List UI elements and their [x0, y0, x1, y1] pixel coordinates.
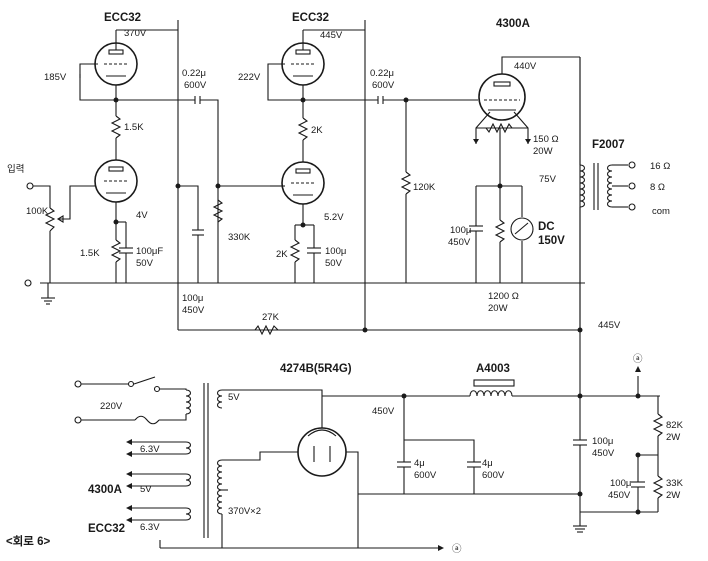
c-v2-k-rating: 50V	[325, 258, 343, 269]
c-out-k-rating: 450V	[448, 237, 471, 248]
mains-voltage: 220V	[100, 401, 123, 412]
secondary-voltage: 370V×2	[228, 506, 261, 517]
c-v2-k-value: 100μ	[325, 246, 346, 257]
v1-tube-label: ECC32	[104, 12, 141, 24]
c-out-k-value: 100μ	[450, 225, 471, 236]
tap-8-ohm: 8 Ω	[650, 182, 665, 193]
c-bank2-value: 100μ	[610, 478, 631, 489]
hum-pot-value: 150 Ω	[533, 134, 559, 145]
heater-6v3-b-tube: ECC32	[88, 523, 125, 535]
r-drop-value: 27K	[262, 312, 280, 323]
r-div1-rating: 2W	[666, 432, 680, 443]
choke-coil	[469, 379, 515, 397]
output-transformer	[579, 163, 613, 210]
c-filt2-value: 4μ	[482, 458, 493, 469]
output-transformer-label: F2007	[592, 139, 625, 151]
v2-lower-triode	[281, 161, 325, 205]
heater-6v3-a	[126, 439, 186, 457]
power-transformer	[185, 383, 223, 538]
v1-cathode-voltage: 4V	[136, 210, 148, 221]
output-triode	[478, 73, 526, 121]
c-filt2-rating: 600V	[482, 470, 505, 481]
rectifier-tube	[297, 427, 347, 477]
c-coup1-value: 0.22μ	[182, 68, 206, 79]
hum-pot-rating: 20W	[533, 146, 553, 157]
c-coup2-rating: 600V	[372, 80, 395, 91]
r-v2-k-value: 2K	[276, 249, 288, 260]
r-grid2	[212, 199, 224, 223]
r-out-k-rating: 20W	[488, 303, 508, 314]
output-tube-label: 4300A	[496, 18, 530, 30]
v2-cathode-voltage: 5.2V	[324, 212, 344, 223]
figure-label: <회로 6>	[6, 534, 50, 548]
r-v1-mid-value: 1.5K	[124, 122, 144, 133]
c-coup2-value: 0.22μ	[370, 68, 394, 79]
heater-5v	[126, 471, 186, 489]
r-v1-k-value: 1.5K	[80, 248, 100, 259]
dc-meter	[510, 186, 534, 283]
v1-lower-triode	[94, 159, 138, 203]
c-dec1-value: 100μ	[182, 293, 203, 304]
c-bank2-rating: 450V	[608, 490, 631, 501]
heater-5v-volt: 5V	[140, 484, 152, 495]
mains-input	[74, 376, 187, 425]
r-grid3-value: 120K	[413, 182, 436, 193]
c-bank1-value: 100μ	[592, 436, 613, 447]
ground-node-marker: ⓐ	[452, 544, 462, 555]
v2-tube-label: ECC32	[292, 12, 329, 24]
r-out-k-value: 1200 Ω	[488, 291, 519, 302]
heater-6v3-a-volt: 6.3V	[140, 444, 160, 455]
rect-filament-voltage: 5V	[228, 392, 240, 403]
heater-6v3-b-volt: 6.3V	[140, 522, 160, 533]
output-plate-voltage: 440V	[514, 61, 537, 72]
c-v1-k-rating: 50V	[136, 258, 154, 269]
c-bank1-rating: 450V	[592, 448, 615, 459]
rectifier-label: 4274B(5R4G)	[280, 363, 352, 375]
tap-com: com	[652, 206, 670, 217]
heater-5v-tube: 4300A	[88, 484, 122, 496]
r-v2-mid-value: 2K	[311, 125, 323, 136]
b-plus-voltage: 445V	[598, 320, 621, 331]
v1-bias-voltage: 185V	[44, 72, 67, 83]
v2-bias-voltage: 222V	[238, 72, 261, 83]
c-v1-k-value: 100μF	[136, 246, 163, 257]
output-cathode-voltage: 75V	[539, 174, 557, 185]
r-v1-mid	[110, 100, 122, 160]
tap-16-ohm: 16 Ω	[650, 161, 670, 172]
input-label: 입력	[7, 163, 24, 175]
c-filt1-value: 4μ	[414, 458, 425, 469]
ground-bus	[24, 279, 585, 305]
r-div1-value: 82K	[666, 420, 684, 431]
v2-plate-voltage: 445V	[320, 30, 343, 41]
b-plus-node-marker: ⓐ	[633, 354, 643, 365]
input-pot-value: 100K	[26, 206, 49, 217]
meter-range: 150V	[538, 235, 565, 247]
v1-plate-voltage: 370V	[124, 28, 147, 39]
meter-label: DC	[538, 221, 555, 233]
r-div2-value: 33K	[666, 478, 684, 489]
c-dec1-rating: 450V	[182, 305, 205, 316]
r-grid2-value: 330K	[228, 232, 251, 243]
c-coup1-rating: 600V	[184, 80, 207, 91]
rect-output-voltage: 450V	[372, 406, 395, 417]
heater-6v3-b	[126, 505, 186, 523]
choke-label: A4003	[476, 363, 510, 375]
r-div2-rating: 2W	[666, 490, 680, 501]
c-filt1-rating: 600V	[414, 470, 437, 481]
